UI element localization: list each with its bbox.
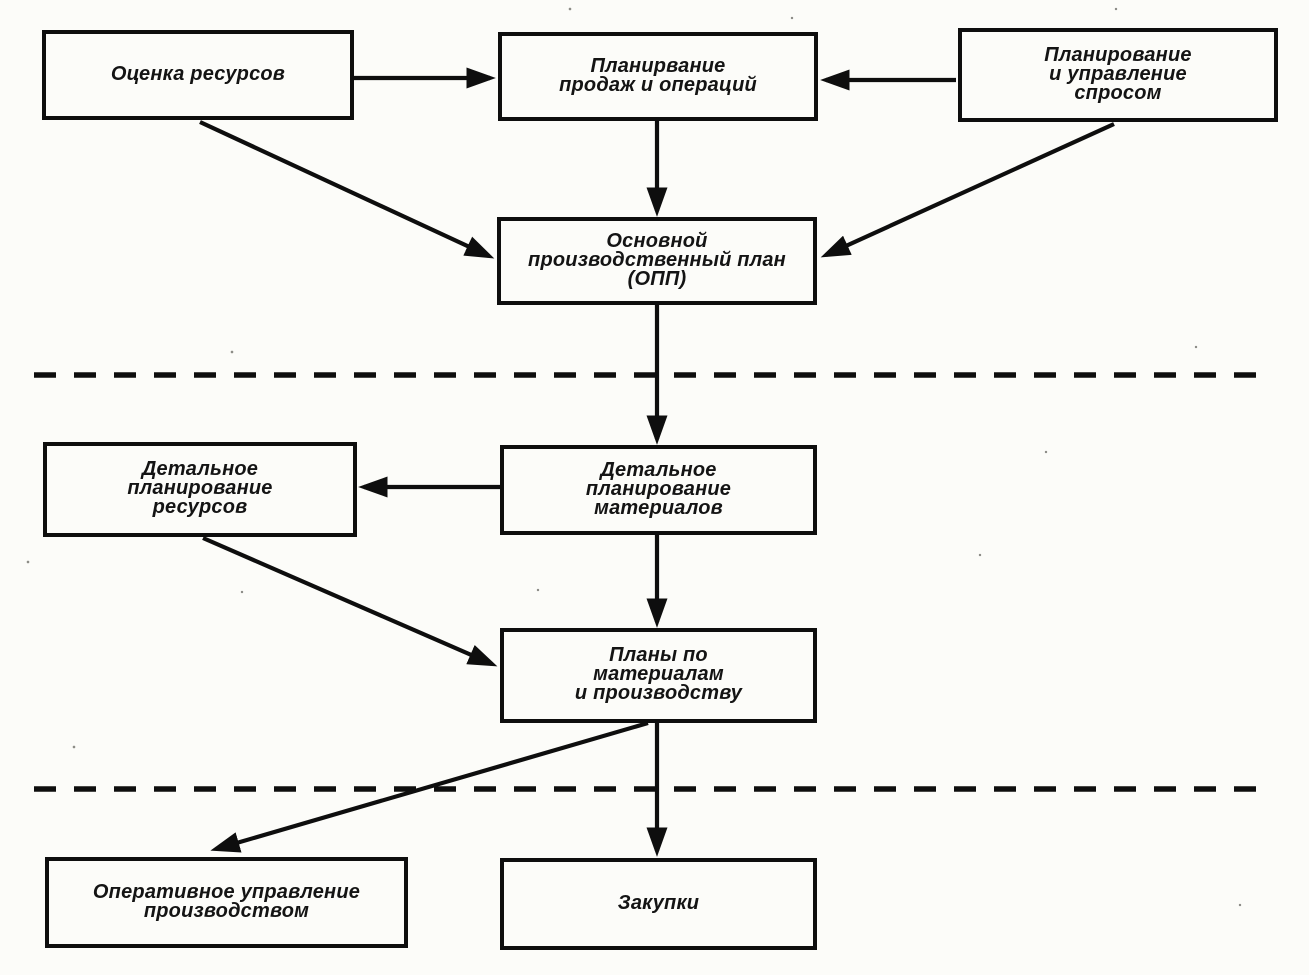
arrow-resourceplan-to-plans — [202, 536, 498, 667]
label-line: производственный план — [528, 248, 786, 271]
label-line: Закупки — [617, 891, 700, 914]
label-line: планирование — [127, 477, 273, 499]
label-line: Оперативное управление — [92, 880, 361, 903]
label-line: продаж и операций — [559, 73, 757, 96]
label-line: и управление — [1049, 62, 1187, 85]
node-label-purchasing: Закупки — [612, 891, 705, 915]
arrow-resources-to-mpp — [199, 120, 495, 259]
label-line: Детальное — [600, 458, 717, 481]
arrow-plans-to-operations — [210, 720, 649, 853]
label-line: материалов — [594, 496, 723, 519]
label-line: (ОПП) — [627, 267, 687, 290]
label-line: Детальное — [141, 458, 259, 480]
label-line: производством — [143, 899, 310, 922]
label-line: Планирование — [1044, 43, 1192, 66]
node-purchasing: Закупки — [500, 858, 817, 950]
arrow-demand-to-mpp — [820, 122, 1115, 258]
label-line: и производству — [574, 682, 743, 704]
label-line: спросом — [1074, 81, 1162, 104]
label-line: ресурсов — [152, 496, 248, 518]
label-line: планирование — [585, 477, 732, 500]
node-resource-assessment: Оценка ресурсов — [42, 30, 354, 120]
node-label-resource-assessment: Оценка ресурсов — [105, 62, 291, 86]
label-line: Основной — [606, 229, 708, 252]
label-line: материалам — [593, 663, 724, 685]
label-line: Планирвание — [590, 54, 726, 77]
label-line: Планы по — [609, 644, 708, 666]
label-line: Оценка ресурсов — [110, 62, 286, 85]
